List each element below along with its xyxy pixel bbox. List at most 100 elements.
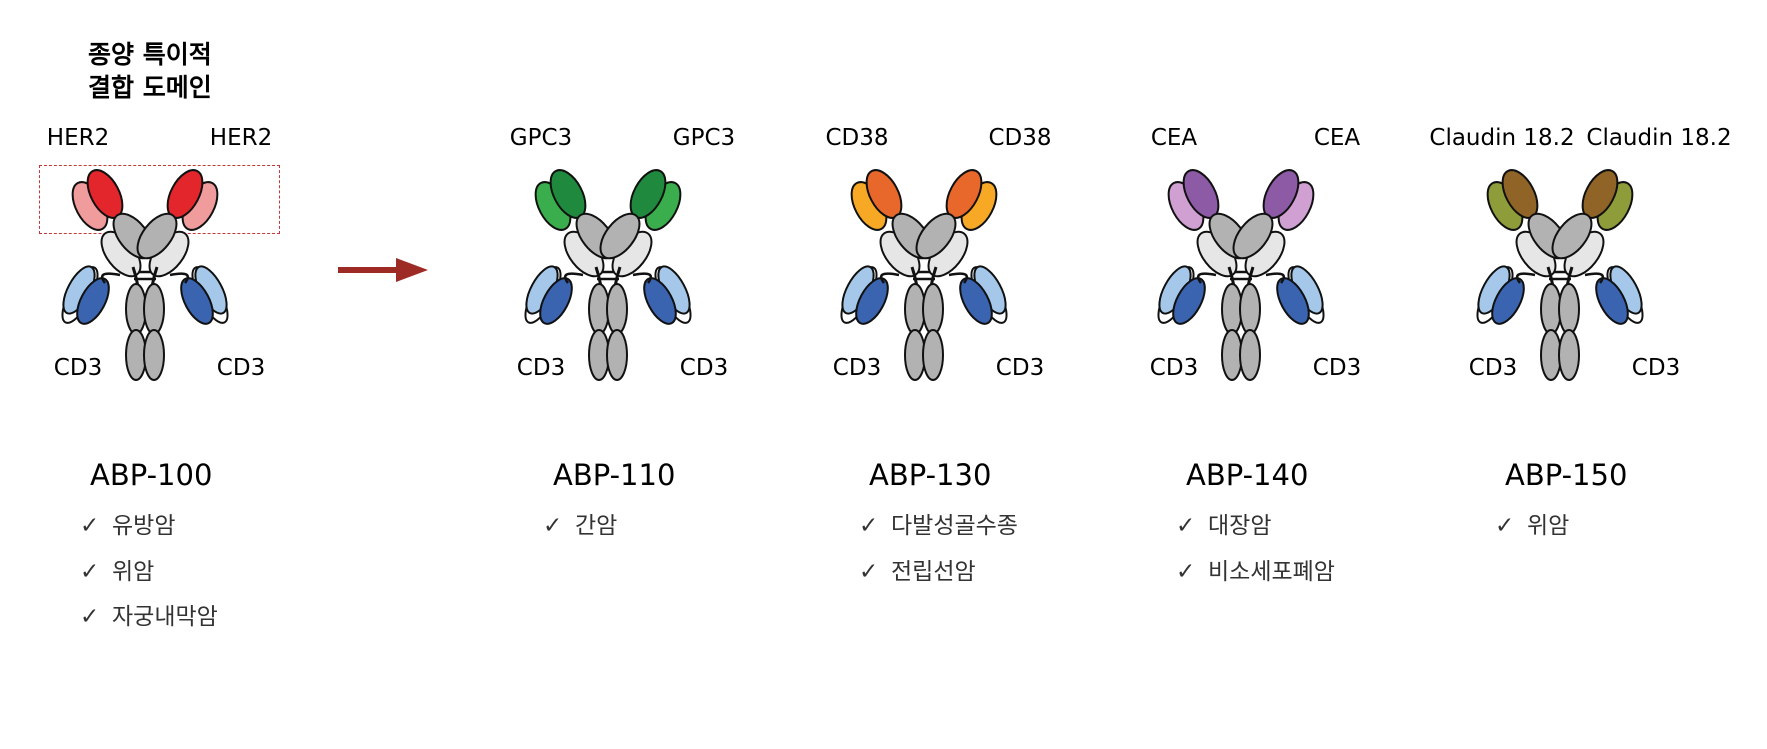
indication-text: 위암 bbox=[1527, 513, 1570, 539]
indication-item: ✓ 유방암 bbox=[80, 506, 218, 552]
indication-item: ✓위암 bbox=[80, 552, 218, 598]
indication-item: ✓ 전립선암 bbox=[859, 552, 1018, 598]
product-name: ABP-110 bbox=[553, 458, 676, 492]
indication-text: 자궁내막암 bbox=[112, 604, 218, 630]
product-name: ABP-130 bbox=[869, 458, 992, 492]
indication-text: 유방암 bbox=[112, 513, 176, 539]
cd3-label-left: CD3 bbox=[1149, 355, 1199, 381]
antibody-drawing bbox=[61, 169, 229, 381]
antibody-abp-150: Claudin 18.2 Claudin 18.2 CD3 CD3 ABP-15… bbox=[1429, 125, 1735, 635]
cd3-label-left: CD3 bbox=[1468, 355, 1518, 381]
target-label-left: CD38 bbox=[825, 125, 889, 151]
target-label-right: GPC3 bbox=[672, 125, 736, 151]
binding-domain-heading: 종양 특이적 결합 도메인 bbox=[88, 38, 212, 104]
indication-text: 전립선암 bbox=[891, 558, 976, 585]
cd3-domain-dark bbox=[855, 277, 889, 325]
antibody-structure-icon bbox=[1157, 169, 1325, 381]
cd3-domain-dark bbox=[959, 277, 993, 325]
indication-text: 간암 bbox=[575, 513, 618, 539]
indication-list: ✓ 대장암 ✓ 비소세포폐암 bbox=[1176, 506, 1335, 597]
indication-item: ✓ 비소세포폐암 bbox=[1176, 552, 1335, 598]
check-icon: ✓ bbox=[543, 513, 563, 539]
cd3-domain-dark bbox=[1172, 277, 1206, 325]
target-label-left: Claudin 18.2 bbox=[1429, 125, 1575, 151]
indication-text: 대장암 bbox=[1208, 513, 1272, 539]
antibody-structure-icon bbox=[524, 169, 692, 381]
linker-line bbox=[1515, 272, 1536, 284]
target-label-right: HER2 bbox=[209, 125, 273, 151]
target-label-left: GPC3 bbox=[509, 125, 573, 151]
cd3-label-left: CD3 bbox=[832, 355, 882, 381]
antibody-abp-130: CD38 CD38 CD3 CD3 ABP-130 ✓다발성골수종 ✓전립선암 bbox=[809, 125, 1099, 635]
fc-domain bbox=[1558, 329, 1580, 381]
indication-item: ✓ 대장암 bbox=[1176, 506, 1335, 552]
indication-list: ✓ 다발성골수종 ✓ 전립선암 bbox=[859, 506, 1018, 597]
indication-item: ✓ 간암 bbox=[543, 506, 617, 552]
cd3-domain-dark bbox=[643, 277, 677, 325]
antibody-abp-100: HER2 HER2 CD3 CD3 ABP-100 ✓ 유방암 ✓위암 ✓ 자궁내막… bbox=[30, 125, 320, 635]
antibody-structure-icon bbox=[840, 169, 1008, 381]
cd3-label-right: CD3 bbox=[1312, 355, 1362, 381]
indication-list: ✓ 간암 bbox=[543, 506, 617, 552]
check-icon: ✓ bbox=[1176, 513, 1196, 539]
cd3-label-right: CD3 bbox=[1631, 355, 1681, 381]
cd3-domain-dark bbox=[180, 277, 214, 325]
product-name: ABP-140 bbox=[1186, 458, 1309, 492]
antibody-abp-140: CEA CEA CD3 CD3 ABP-140 ✓ 대장암 ✓ 비소세포폐암 bbox=[1126, 125, 1416, 635]
fc-domain bbox=[143, 329, 165, 381]
cd3-domain-dark bbox=[1276, 277, 1310, 325]
linker-line bbox=[100, 272, 121, 284]
antibody-drawing bbox=[1476, 169, 1644, 381]
antibody-abp-110: GPC3 GPC3 CD3 CD3 ABP-110 ✓ 간암 bbox=[493, 125, 783, 635]
linker-line bbox=[169, 272, 190, 284]
cd3-label-right: CD3 bbox=[679, 355, 729, 381]
check-icon: ✓ bbox=[80, 513, 100, 539]
cd3-label-left: CD3 bbox=[53, 355, 103, 381]
constant-domain-dark bbox=[599, 212, 641, 260]
linker-line bbox=[879, 272, 900, 284]
heading-line-2: 결합 도메인 bbox=[88, 73, 212, 102]
fc-domain bbox=[606, 329, 628, 381]
indication-text: 다발성골수종 bbox=[891, 513, 1018, 539]
indication-text: 비소세포폐암 bbox=[1208, 558, 1335, 585]
linker-line bbox=[1584, 272, 1605, 284]
antibody-structure-icon bbox=[61, 169, 229, 381]
product-name: ABP-100 bbox=[90, 458, 213, 492]
target-label-right: CD38 bbox=[988, 125, 1052, 151]
product-name: ABP-150 bbox=[1505, 458, 1628, 492]
linker-line bbox=[948, 272, 969, 284]
linker-line bbox=[1265, 272, 1286, 284]
cd3-domain-dark bbox=[1491, 277, 1525, 325]
target-label-right: CEA bbox=[1313, 125, 1361, 151]
antibody-structure-icon bbox=[1476, 169, 1644, 381]
check-icon: ✓ bbox=[80, 604, 100, 630]
cd3-label-right: CD3 bbox=[216, 355, 266, 381]
target-label-left: HER2 bbox=[46, 125, 110, 151]
indication-list: ✓ 위암 bbox=[1495, 506, 1569, 552]
antibody-drawing bbox=[1157, 169, 1325, 381]
constant-domain-dark bbox=[1551, 212, 1593, 260]
fc-domain bbox=[606, 283, 628, 335]
indication-list: ✓ 유방암 ✓위암 ✓ 자궁내막암 bbox=[80, 506, 218, 643]
fc-domain bbox=[143, 283, 165, 335]
check-icon: ✓ bbox=[1176, 558, 1196, 585]
linker-line bbox=[563, 272, 584, 284]
check-icon: ✓ bbox=[1495, 513, 1515, 539]
indication-text: 위암 bbox=[112, 558, 155, 585]
constant-domain-dark bbox=[136, 212, 178, 260]
antibody-drawing bbox=[840, 169, 1008, 381]
target-label-right: Claudin 18.2 bbox=[1586, 125, 1732, 151]
cd3-domain-dark bbox=[76, 277, 110, 325]
linker-line bbox=[1196, 272, 1217, 284]
cd3-label-left: CD3 bbox=[516, 355, 566, 381]
target-label-left: CEA bbox=[1150, 125, 1198, 151]
check-icon: ✓ bbox=[859, 558, 879, 585]
fc-domain bbox=[922, 283, 944, 335]
fc-domain bbox=[1239, 283, 1261, 335]
constant-domain-dark bbox=[1232, 212, 1274, 260]
check-icon: ✓ bbox=[859, 513, 879, 539]
indication-item: ✓ 다발성골수종 bbox=[859, 506, 1018, 552]
antibody-drawing bbox=[524, 169, 692, 381]
linker-line bbox=[632, 272, 653, 284]
indication-item: ✓ 자궁내막암 bbox=[80, 597, 218, 643]
